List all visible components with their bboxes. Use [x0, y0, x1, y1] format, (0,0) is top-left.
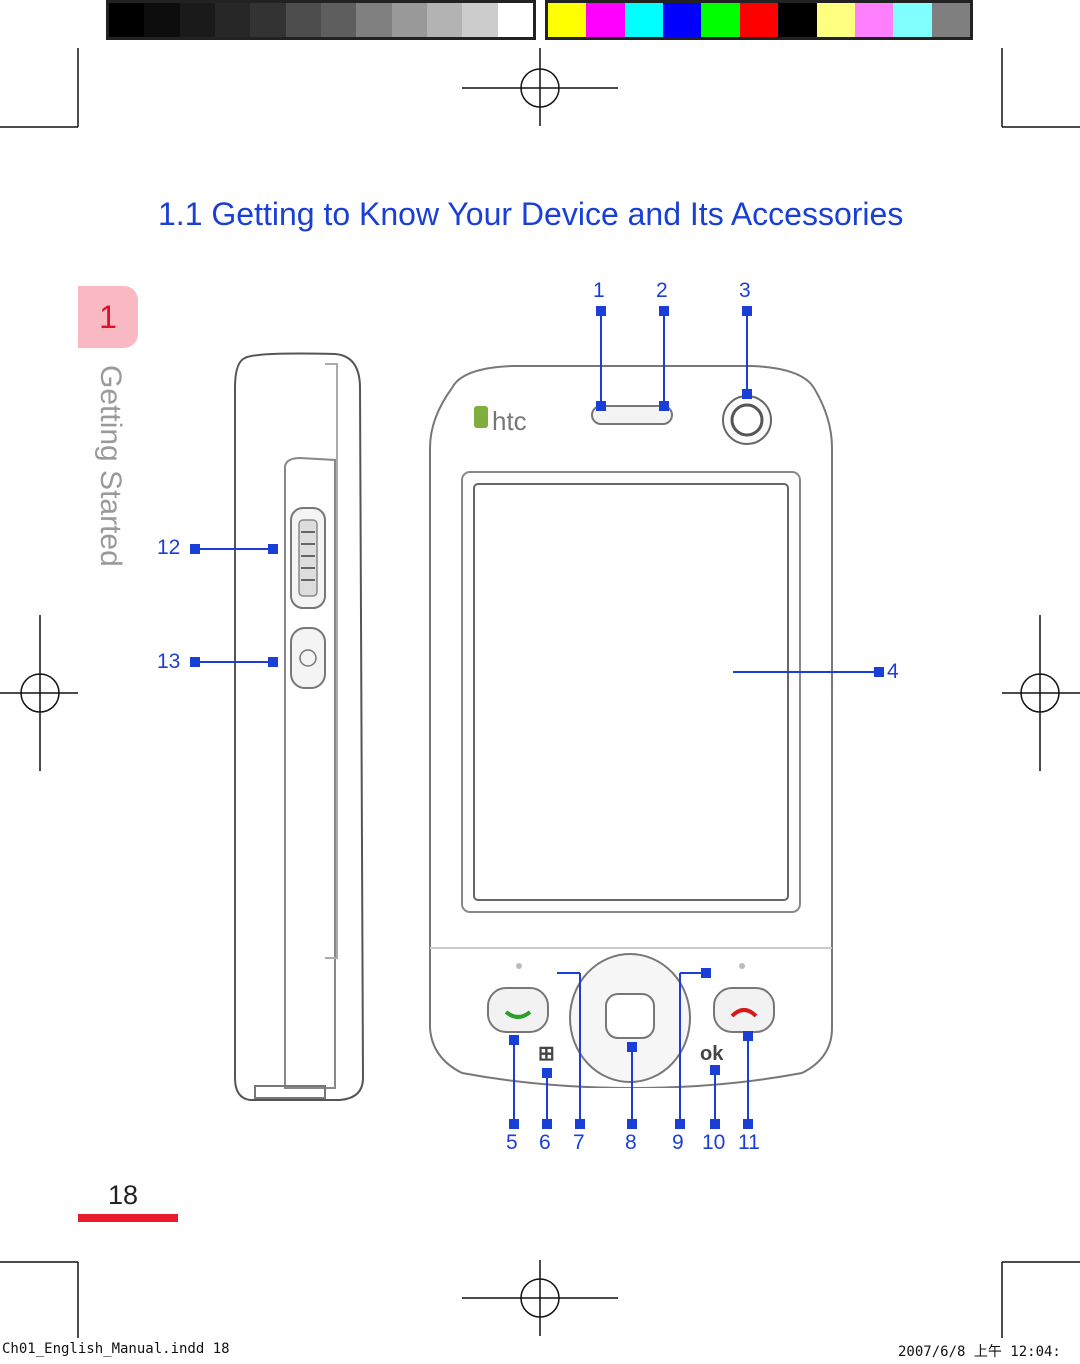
page-title: 1.1 Getting to Know Your Device and Its …: [158, 196, 904, 232]
calibration-swatch: [426, 3, 463, 37]
page-number: 18: [108, 1180, 139, 1210]
calibration-swatch: [250, 3, 286, 37]
calibration-swatch: [701, 3, 740, 37]
registration-mark-top: [462, 48, 618, 126]
side-bottom-slot: [254, 1085, 326, 1099]
page-number-underline: [78, 1214, 178, 1222]
registration-mark-bottom: [462, 1260, 618, 1336]
calibration-swatch: [893, 3, 932, 37]
side-body-outline: [234, 352, 365, 1101]
calibration-swatch: [816, 3, 855, 37]
calibration-swatch: [179, 3, 215, 37]
callout-label: 4: [887, 660, 899, 683]
callout-label: 11: [738, 1131, 760, 1154]
calibration-swatch: [739, 3, 779, 37]
calibration-swatch: [854, 3, 894, 37]
calibration-swatch: [285, 3, 321, 37]
device-side-view: [234, 352, 365, 1101]
earpiece-speaker: [591, 405, 673, 425]
touch-screen: [473, 483, 789, 901]
calibration-swatch: [144, 3, 180, 37]
chapter-side-label: Getting Started: [94, 365, 127, 567]
callout-label: 2: [656, 279, 668, 302]
volume-slider: [290, 507, 326, 609]
file-slug: Ch01_English_Manual.indd 18: [2, 1341, 230, 1357]
callout-label: 7: [573, 1131, 585, 1154]
calibration-swatch: [320, 3, 357, 37]
calibration-swatch: [391, 3, 427, 37]
enter-button: [605, 993, 655, 1039]
calibration-swatch: [548, 3, 587, 37]
callout-label: 9: [672, 1131, 684, 1154]
calibration-swatch: [663, 3, 702, 37]
calibration-swatch: [462, 3, 498, 37]
callout-label: 6: [539, 1131, 551, 1154]
device-front-view: htc ⊞ ok: [429, 365, 833, 1088]
calibration-swatch: [109, 3, 145, 37]
calibration-swatch: [624, 3, 664, 37]
side-edge: [325, 363, 338, 959]
grayscale-calibration-bar: [106, 0, 536, 40]
callout-label: 3: [739, 279, 751, 302]
ok-button-glyph: ok: [700, 1043, 724, 1065]
brand-text: htc: [492, 406, 527, 436]
start-menu-icon: ⊞: [538, 1043, 555, 1065]
talk-button: [487, 987, 549, 1033]
side-panel: [284, 456, 336, 1089]
chapter-number-tab: 1: [78, 286, 138, 348]
registration-mark-left: [0, 615, 78, 771]
calibration-swatch: [497, 3, 533, 37]
registration-mark-right: [1002, 615, 1080, 771]
callout-label: 13: [157, 650, 181, 673]
color-calibration-bar: [545, 0, 973, 40]
calibration-swatch: [356, 3, 392, 37]
calibration-swatch: [586, 3, 625, 37]
callout-label: 12: [157, 536, 181, 559]
callout-label: 1: [593, 279, 605, 302]
calibration-swatch: [214, 3, 251, 37]
callout-label: 10: [702, 1131, 726, 1154]
date-slug: 2007/6/8 上午 12:04:: [898, 1344, 1061, 1360]
camera-button: [290, 627, 326, 689]
htc-logo: htc: [474, 406, 527, 436]
callout-label: 5: [506, 1131, 518, 1154]
calibration-swatch: [778, 3, 817, 37]
calibration-swatch: [931, 3, 970, 37]
callout-label: 8: [625, 1131, 637, 1154]
